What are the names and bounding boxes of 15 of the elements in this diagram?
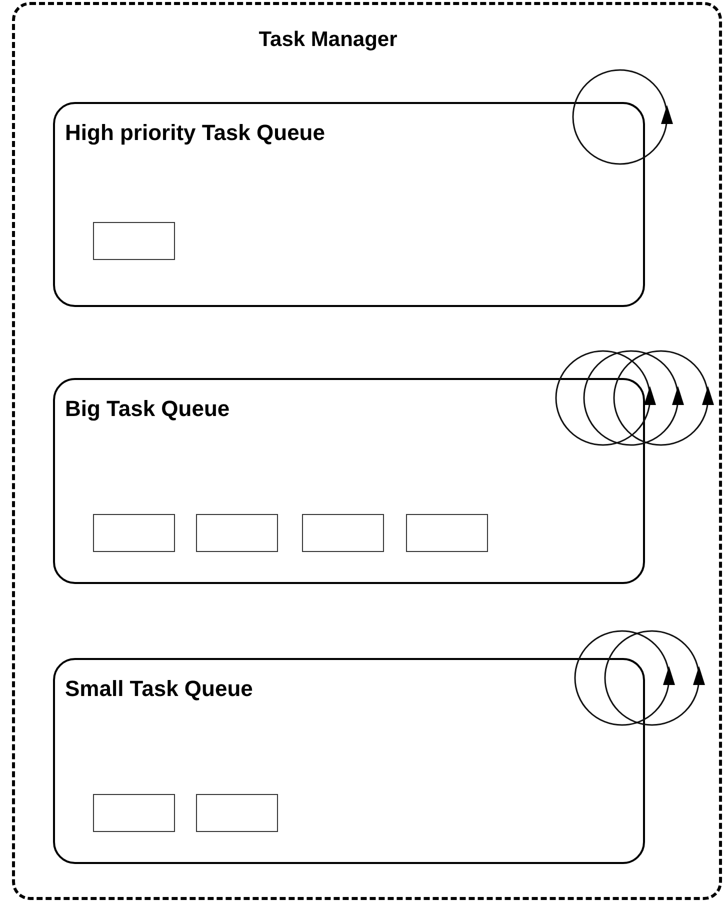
queue-title: Big Task Queue xyxy=(65,396,230,422)
queue-title: Small Task Queue xyxy=(65,676,253,702)
frame-title: Task Manager xyxy=(258,28,398,52)
task-box xyxy=(302,514,384,552)
task-manager-frame xyxy=(12,2,722,900)
task-box xyxy=(93,514,175,552)
task-box xyxy=(196,794,278,832)
task-box xyxy=(93,222,175,260)
queue-box xyxy=(53,102,645,307)
queue-box xyxy=(53,658,645,864)
queue-title: High priority Task Queue xyxy=(65,120,325,146)
task-box xyxy=(196,514,278,552)
task-box xyxy=(406,514,488,552)
task-box xyxy=(93,794,175,832)
queue-box xyxy=(53,378,645,584)
